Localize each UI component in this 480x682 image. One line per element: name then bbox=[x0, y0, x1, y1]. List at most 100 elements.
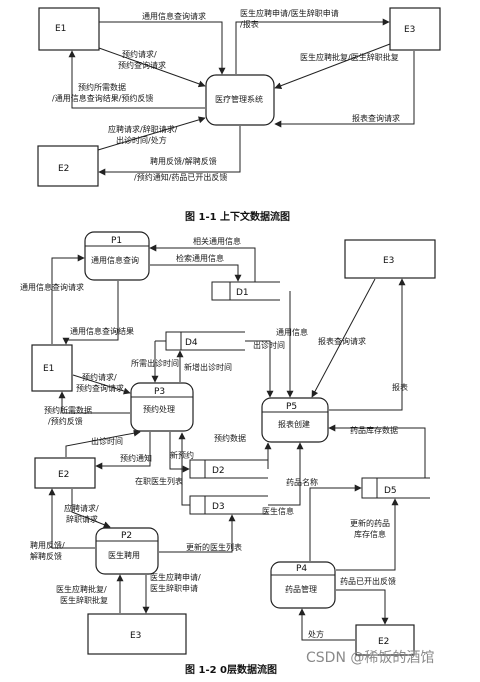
entity-e2-level0-label: E2 bbox=[58, 470, 69, 480]
flow-appointment-request-label-1: 预约请求/ bbox=[122, 49, 157, 59]
process-p4-name: 药品管理 bbox=[285, 584, 317, 594]
flow-visit-time-level0 bbox=[65, 429, 141, 457]
flow-appt-data-level0-label-2: /预约反馈 bbox=[48, 416, 83, 426]
entity-e2 bbox=[37, 145, 99, 187]
flow-hire-request-level0 bbox=[71, 489, 111, 528]
flow-visit-time-report-label: 出诊时间 bbox=[253, 340, 285, 350]
flow-drug-stock-update-label-2: 库存信息 bbox=[354, 529, 386, 539]
flow-appointment-request-label-2: 预约查询请求 bbox=[118, 60, 166, 70]
flow-hire-request bbox=[97, 116, 206, 151]
process-p4 bbox=[270, 561, 336, 609]
store-d1-label: D1 bbox=[236, 288, 249, 298]
flow-report-query-label: 报表查询请求 bbox=[352, 113, 400, 123]
flow-related-info bbox=[149, 244, 256, 282]
flow-search-info bbox=[150, 264, 242, 282]
store-d5 bbox=[361, 477, 430, 499]
process-p2-id: P2 bbox=[121, 531, 132, 541]
flow-appointment-data-label-1: 预约所需数据 bbox=[78, 82, 126, 92]
entity-e3-top-label: E3 bbox=[383, 256, 394, 266]
process-p1-name: 通用信息查询 bbox=[91, 255, 139, 265]
process-p5-name: 报表创建 bbox=[278, 419, 310, 429]
process-p2 bbox=[95, 527, 159, 575]
flow-hire-request-level0-label-2: 辞职请求 bbox=[66, 514, 98, 524]
store-d1 bbox=[211, 281, 280, 301]
flow-appt-request-level0 bbox=[72, 374, 131, 395]
flow-prescription bbox=[298, 608, 355, 641]
flow-active-doctors-label: 在职医生列表 bbox=[135, 476, 183, 486]
flow-report-query-level0-label: 报表查询请求 bbox=[318, 336, 366, 346]
process-p5-id: P5 bbox=[286, 402, 297, 412]
flow-info-query-request bbox=[51, 254, 85, 344]
flow-hire-request-label-2: 出诊时间/处方 bbox=[116, 135, 167, 145]
flow-drug-stock-label: 药品库存数据 bbox=[350, 425, 398, 435]
process-medical-system-label: 医疗管理系统 bbox=[215, 94, 263, 104]
flow-drug-name bbox=[309, 484, 362, 561]
flow-info-query-request-label: 通用信息查询请求 bbox=[20, 282, 84, 292]
store-d5-label: D5 bbox=[384, 486, 397, 496]
process-p4-id: P4 bbox=[296, 564, 307, 574]
store-d2 bbox=[189, 459, 268, 479]
entity-e3 bbox=[389, 7, 441, 51]
flow-doctor-approval-level0-label-1: 医生应聘批复/ bbox=[56, 584, 107, 594]
store-d4 bbox=[165, 331, 245, 351]
entity-e1-level0-label: E1 bbox=[43, 364, 54, 374]
store-d3 bbox=[189, 495, 268, 515]
flow-doctor-application-label-2: /报表 bbox=[240, 19, 259, 29]
flow-appointment-data bbox=[68, 50, 205, 109]
flow-doctor-application bbox=[235, 18, 390, 74]
flow-info-query-result-label: 通用信息查询结果 bbox=[70, 326, 134, 336]
flow-new-appt bbox=[169, 432, 190, 473]
flow-appt-data-level0 bbox=[58, 391, 130, 414]
flow-search-info-label: 检索通用信息 bbox=[176, 253, 224, 263]
flow-query-request bbox=[99, 21, 226, 75]
process-p3-id: P3 bbox=[154, 387, 165, 397]
flow-hire-request-label-1: 应聘请求/辞职请求/ bbox=[108, 124, 178, 134]
store-d4-label: D4 bbox=[185, 338, 198, 348]
flow-hire-feedback-label-1: 聘用反馈/解聘反馈 bbox=[150, 156, 217, 166]
flow-appt-request-level0-label-1: 预约请求/ bbox=[82, 372, 117, 382]
flow-hire-feedback bbox=[98, 126, 241, 176]
flow-appt-notify bbox=[95, 432, 151, 470]
process-p5 bbox=[261, 397, 329, 443]
process-medical-system bbox=[205, 74, 275, 126]
flow-doctor-approval-label: 医生应聘批复/医生辞职批复 bbox=[300, 52, 399, 62]
flow-appt-data-level0-label-1: 预约所需数据 bbox=[44, 405, 92, 415]
context-diagram: E1 E3 E2 医疗管理系统 通用信息查询请求 预约请求/ 预约查询请求 预约… bbox=[37, 7, 441, 223]
entity-e1 bbox=[38, 7, 100, 51]
flow-drug-name-label: 药品名称 bbox=[286, 477, 318, 487]
flow-doctor-approval-level0-label-2: 医生辞职批复 bbox=[60, 595, 108, 605]
flow-drug-stock-update-label-1: 更新的药品 bbox=[350, 518, 390, 528]
flow-report-query-level0 bbox=[311, 278, 376, 398]
flow-appointment-data-label-2: /通用信息查询结果/预约反馈 bbox=[52, 93, 153, 103]
flow-doctor-info-label: 医生信息 bbox=[262, 506, 294, 516]
process-p1-id: P1 bbox=[111, 236, 122, 246]
flow-new-time-label: 新增出诊时间 bbox=[184, 362, 232, 372]
entity-e2-level0 bbox=[34, 457, 96, 489]
flow-doctor-approval bbox=[274, 43, 391, 90]
process-p3 bbox=[130, 382, 194, 432]
watermark: CSDN @稀饭的酒馆 bbox=[306, 650, 434, 666]
flow-appt-request-level0-label-2: 预约查询请求 bbox=[76, 383, 124, 393]
entity-e2-label: E2 bbox=[58, 164, 69, 174]
entity-e2-bottom bbox=[355, 624, 415, 656]
flow-general-info-label: 通用信息 bbox=[276, 327, 308, 337]
caption-fig-1-2: 图 1-2 0层数据流图 bbox=[185, 663, 277, 676]
level0-diagram: P1 通用信息查询 P3 预约处理 P5 报表创建 P2 医生聘用 P4 药品管… bbox=[20, 231, 436, 676]
caption-fig-1-1: 图 1-1 上下文数据流图 bbox=[185, 210, 290, 223]
flow-appt-notify-label: 预约通知 bbox=[120, 453, 152, 463]
store-d3-label: D3 bbox=[212, 502, 225, 512]
flow-related-info-label: 相关通用信息 bbox=[193, 236, 241, 246]
flow-doctor-application-level0-label-2: 医生辞职申请 bbox=[150, 583, 198, 593]
flow-doctor-info bbox=[268, 442, 304, 506]
flow-prescription-label: 处方 bbox=[308, 629, 324, 639]
flow-report bbox=[329, 278, 406, 411]
flow-drug-dispensed bbox=[336, 589, 389, 625]
process-p2-name: 医生聘用 bbox=[108, 550, 140, 560]
flow-doctor-application-level0-label-1: 医生应聘申请/ bbox=[150, 572, 201, 582]
entity-e2-bottom-label: E2 bbox=[378, 637, 389, 647]
flow-updated-doctor-list-label: 更新的医生列表 bbox=[186, 542, 242, 552]
flow-needed-time-label: 所需出诊时间 bbox=[131, 358, 179, 368]
entity-e1-label: E1 bbox=[55, 24, 66, 34]
process-p1 bbox=[84, 231, 150, 281]
